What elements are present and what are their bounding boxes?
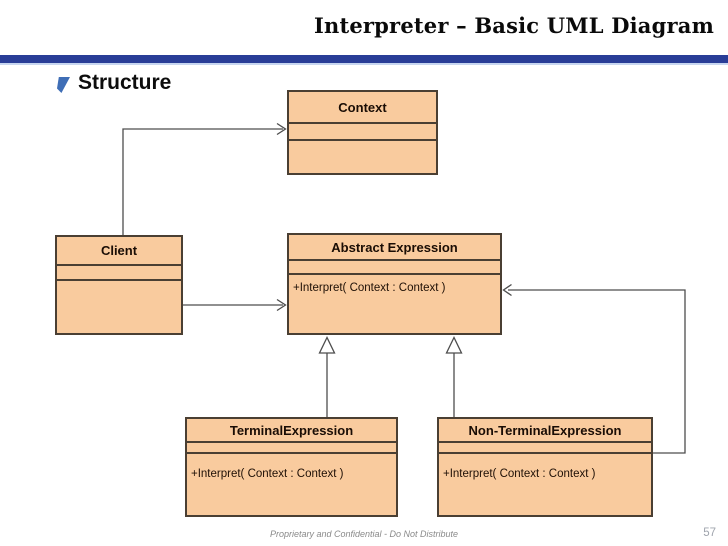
- arrowhead-client-context: [276, 122, 287, 136]
- arrowhead-nonterminal-abstract-loop: [502, 283, 512, 297]
- class-methods-client: [57, 279, 181, 333]
- class-name-non-terminal-expression: Non-TerminalExpression: [468, 422, 622, 438]
- class-name-client: Client: [100, 243, 138, 258]
- bullet-icon: [57, 77, 70, 93]
- slide-title: Interpreter – Basic UML Diagram: [313, 13, 714, 38]
- class-methods-terminal-expression: +Interpret( Context : Context ): [187, 452, 396, 515]
- uml-class-non-terminal-expression: Non-TerminalExpression +Interpret( Conte…: [437, 417, 653, 517]
- section-heading: Structure: [78, 71, 172, 94]
- triangle-nonterminal-generalization: [445, 336, 463, 354]
- class-attributes-context: [289, 122, 436, 139]
- class-attributes-abstract-expression: [289, 259, 500, 273]
- class-attributes-non-terminal-expression: [439, 441, 651, 452]
- uml-class-abstract-expression: Abstract Expression +Interpret( Context …: [287, 233, 502, 335]
- uml-class-terminal-expression: TerminalExpression +Interpret( Context :…: [185, 417, 398, 517]
- class-attributes-terminal-expression: [187, 441, 396, 452]
- class-attributes-client: [57, 264, 181, 279]
- class-methods-context: [289, 139, 436, 173]
- triangle-terminal-generalization: [318, 336, 336, 354]
- class-name-context: Context: [338, 99, 387, 115]
- uml-class-client: Client: [55, 235, 183, 335]
- page-number: 57: [703, 527, 716, 539]
- uml-class-context: Context: [287, 90, 438, 175]
- footer-note: Proprietary and Confidential - Do Not Di…: [269, 529, 459, 539]
- class-name-terminal-expression: TerminalExpression: [229, 422, 354, 438]
- class-methods-abstract-expression: +Interpret( Context : Context ): [289, 273, 500, 333]
- connector-client-context: [122, 128, 283, 235]
- method-interpret-abstract: +Interpret( Context : Context ): [293, 282, 446, 294]
- class-name-abstract-expression: Abstract Expression: [331, 239, 458, 255]
- class-methods-non-terminal-expression: +Interpret( Context : Context ): [439, 452, 651, 515]
- method-interpret-non-terminal: +Interpret( Context : Context ): [443, 468, 596, 480]
- arrowhead-client-abstract-expression: [276, 298, 287, 312]
- method-interpret-terminal: +Interpret( Context : Context ): [191, 468, 344, 480]
- accent-bar: [0, 55, 728, 65]
